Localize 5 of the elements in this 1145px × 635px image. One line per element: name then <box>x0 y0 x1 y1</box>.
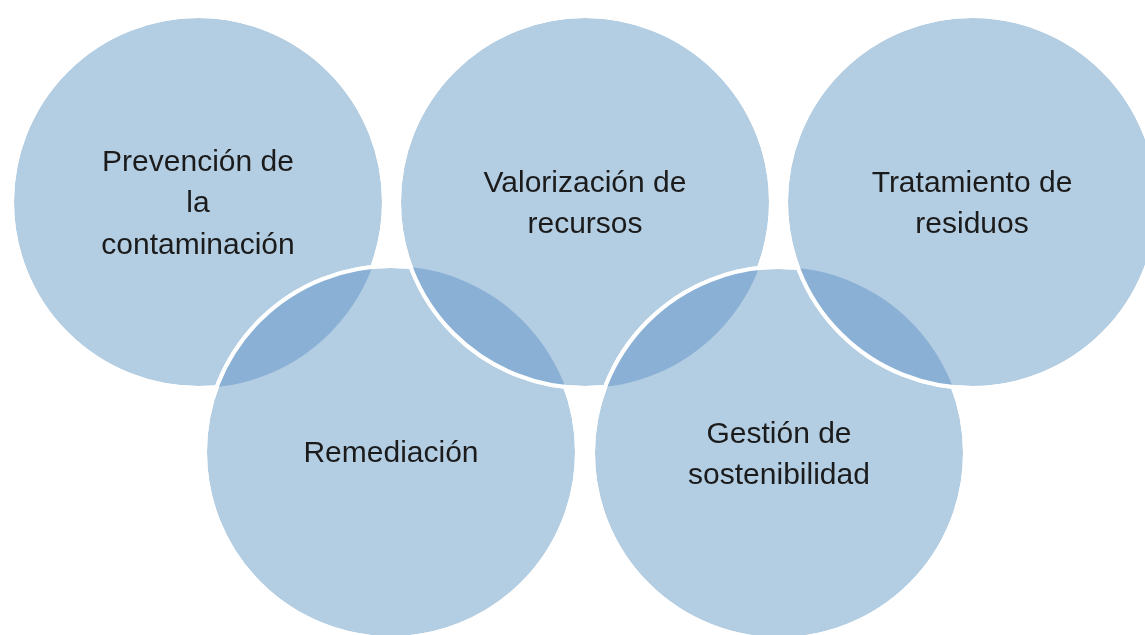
circle-label: Tratamiento de residuos <box>870 163 1074 241</box>
circle-label: Gestión de sostenibilidad <box>687 414 871 492</box>
circle-label: Prevención de la contaminación <box>100 143 296 262</box>
circle-label: Valorización de recursos <box>482 163 688 241</box>
circle-label: Remediación <box>303 434 479 471</box>
